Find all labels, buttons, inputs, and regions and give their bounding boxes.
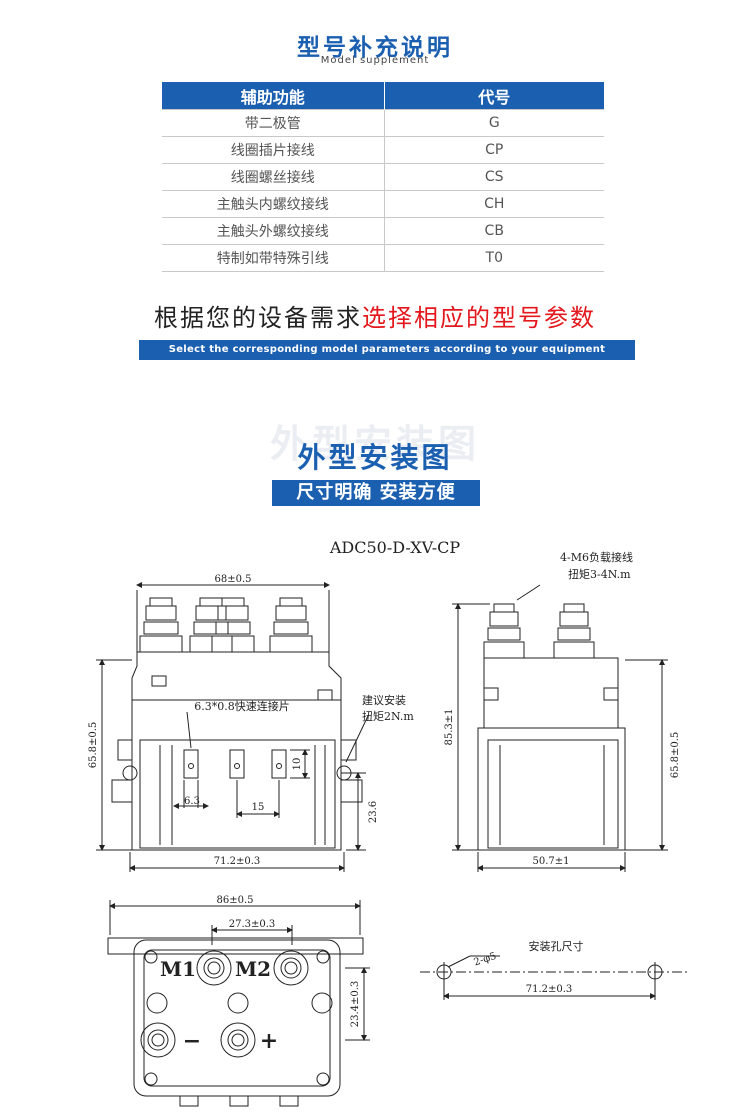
code-cell: CS — [384, 163, 604, 191]
headline-black: 根据您的设备需求 — [154, 304, 362, 332]
header-code: 代号 — [384, 82, 604, 110]
front-view — [96, 582, 369, 872]
installation-badge: 尺寸明确 安装方便 — [272, 480, 480, 506]
front-terminals — [139, 597, 313, 653]
suggest-install-label: 建议安装 — [362, 693, 406, 707]
drawing-model: ADC50-D-XV-CP — [329, 538, 460, 557]
code-cell: CH — [384, 190, 604, 218]
minus-label: − — [183, 1028, 201, 1054]
function-cell: 线圈螺丝接线 — [162, 163, 385, 191]
dim-top-width: 68±0.5 — [214, 574, 251, 585]
dim-10: 10 — [292, 758, 303, 771]
quick-connect-label: 6.3*0.8快速连接片 — [194, 700, 290, 713]
dim-terminal-spacing: 27.3±0.3 — [229, 919, 276, 930]
function-cell: 主触头内螺纹接线 — [162, 190, 385, 218]
dim-base-width: 71.2±0.3 — [214, 856, 261, 867]
model-supplement-subtitle: Model supplement — [320, 55, 430, 66]
code-cell: T0 — [384, 244, 604, 272]
dim-side-width: 50.7±1 — [532, 856, 569, 867]
torque-34-label: 扭矩3-4N.m — [568, 567, 631, 581]
select-headline: 根据您的设备需求选择相应的型号参数 — [0, 298, 750, 333]
code-cell: CB — [384, 217, 604, 245]
plus-label: + — [260, 1028, 278, 1054]
m1-label: M1 — [160, 957, 196, 981]
hole-spec: 2-φ5 — [473, 951, 498, 969]
hole-title: 安装孔尺寸 — [529, 939, 584, 953]
mounting-holes — [420, 955, 690, 1000]
dim-bottom-width: 86±0.5 — [216, 895, 253, 906]
dim-vertical-23-4: 23.4±0.3 — [350, 981, 361, 1028]
code-cell: CP — [384, 136, 604, 164]
installation-drawing: ADC50-D-XV-CP 68±0.5 6.3*0.8快速连接片 建议安装 扭… — [88, 538, 690, 1107]
installation-ghost-title: 外型安装图 — [269, 422, 480, 466]
dim-hole-spacing: 71.2±0.3 — [526, 984, 573, 995]
function-cell: 线圈插片接线 — [162, 136, 385, 164]
function-cell: 带二极管 — [162, 109, 385, 137]
m2-label: M2 — [235, 957, 271, 981]
dim-23-6: 23.6 — [368, 801, 379, 823]
torque-2-label: 扭矩2N.m — [362, 709, 414, 723]
dim-side-height-65: 65.8±0.5 — [670, 732, 681, 779]
select-english-bar: Select the corresponding model parameter… — [139, 340, 635, 375]
function-cell: 主触头外螺纹接线 — [162, 217, 385, 245]
installation-title: 外型安装图 — [297, 441, 453, 474]
side-view — [452, 584, 668, 872]
dim-6-3: 6.3 — [184, 796, 200, 807]
dim-left-height: 65.8±0.5 — [88, 722, 99, 769]
dim-15: 15 — [252, 802, 265, 813]
m6-label: 4-M6负载接线 — [560, 550, 633, 564]
dim-side-height-85: 85.3±1 — [444, 708, 455, 745]
header-function: 辅助功能 — [162, 82, 385, 110]
code-cell: G — [384, 109, 604, 137]
model-supplement-title: 型号补充说明 — [297, 35, 453, 61]
function-cell: 特制如带特殊引线 — [162, 244, 385, 272]
bottom-view — [107, 900, 370, 1107]
headline-red: 选择相应的型号参数 — [362, 304, 596, 332]
